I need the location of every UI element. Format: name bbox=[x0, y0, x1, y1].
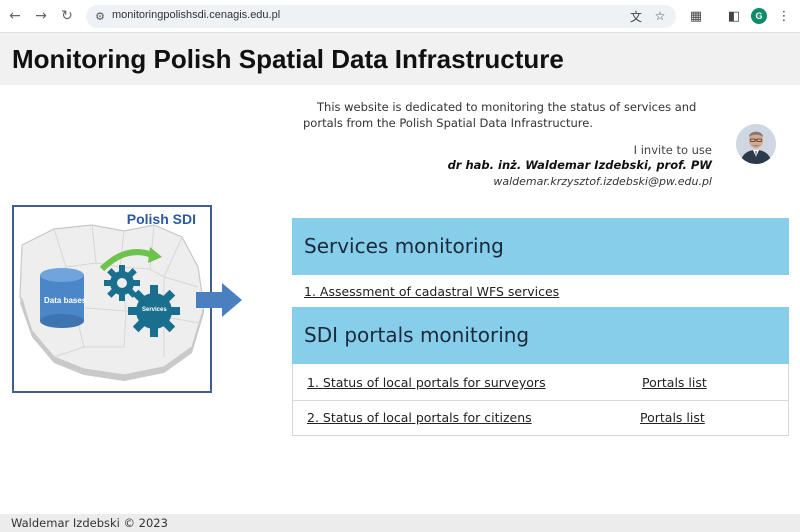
surveyors-portals-link[interactable]: 1. Status of local portals for surveyors bbox=[307, 375, 546, 390]
page-title: Monitoring Polish Spatial Data Infrastru… bbox=[12, 44, 564, 74]
services-section-header: Services monitoring bbox=[292, 218, 789, 275]
back-icon[interactable]: ← bbox=[9, 8, 21, 24]
side-panel-icon[interactable]: ◧ bbox=[727, 8, 741, 24]
databases-label: Data bases bbox=[44, 296, 87, 305]
citizens-portals-list-link[interactable]: Portals list bbox=[640, 410, 705, 425]
invite-text: I invite to use bbox=[633, 143, 712, 157]
forward-icon[interactable]: → bbox=[35, 8, 47, 24]
intro-text: This website is dedicated to monitoring … bbox=[303, 100, 697, 130]
menu-icon[interactable]: ⋮ bbox=[777, 8, 791, 24]
illustration-title: Polish SDI bbox=[126, 211, 196, 227]
services-label: Services bbox=[142, 307, 167, 313]
extensions-icon[interactable]: ▦ bbox=[689, 8, 703, 24]
arrow-right-icon bbox=[196, 283, 242, 317]
portals-section-header: SDI portals monitoring bbox=[292, 307, 789, 364]
table-row: 2. Status of local portals for citizens … bbox=[292, 401, 789, 436]
page-footer: Waldemar Izdebski © 2023 bbox=[0, 514, 800, 532]
services-heading: Services monitoring bbox=[304, 234, 504, 258]
profile-avatar[interactable]: G bbox=[751, 8, 767, 24]
polish-sdi-illustration: Polish SDI Data bases Services bbox=[12, 205, 212, 393]
address-url: monitoringpolishsdi.cenagis.edu.pl bbox=[112, 9, 281, 21]
surveyors-portals-list-link[interactable]: Portals list bbox=[642, 375, 707, 390]
cadastral-wfs-link[interactable]: 1. Assessment of cadastral WFS services bbox=[304, 284, 560, 299]
footer-copyright: Waldemar Izdebski © 2023 bbox=[11, 516, 168, 530]
page-header: Monitoring Polish Spatial Data Infrastru… bbox=[0, 33, 800, 85]
bookmark-star-icon[interactable]: ☆ bbox=[654, 9, 666, 23]
browser-toolbar: ← → ↻ ⚙ monitoringpolishsdi.cenagis.edu.… bbox=[0, 0, 800, 33]
author-name: dr hab. inż. Waldemar Izdebski, prof. PW bbox=[447, 158, 712, 172]
site-info-icon[interactable]: ⚙ bbox=[95, 9, 105, 23]
author-photo bbox=[736, 124, 776, 164]
citizens-portals-link[interactable]: 2. Status of local portals for citizens bbox=[307, 410, 532, 425]
reload-icon[interactable]: ↻ bbox=[61, 8, 73, 24]
address-bar[interactable]: ⚙ monitoringpolishsdi.cenagis.edu.pl 文 ☆ bbox=[86, 5, 676, 28]
table-row: 1. Status of local portals for surveyors… bbox=[292, 364, 789, 401]
portals-heading: SDI portals monitoring bbox=[304, 323, 530, 347]
author-email: waldemar.krzysztof.izdebski@pw.edu.pl bbox=[493, 175, 712, 188]
translate-icon[interactable]: 文 bbox=[629, 9, 642, 24]
